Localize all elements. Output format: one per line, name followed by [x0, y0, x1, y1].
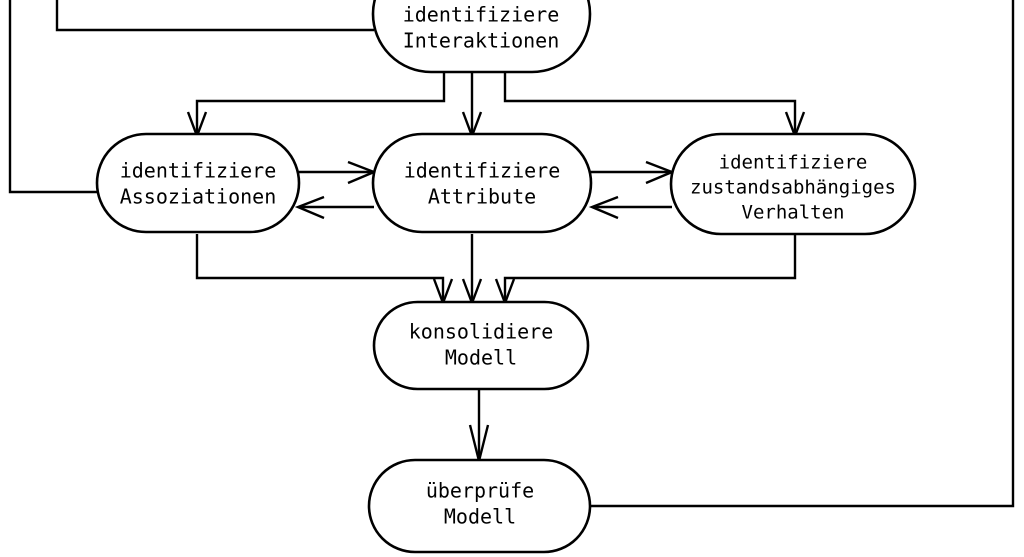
edge-ueberpruefe-to-offpage-right [589, 0, 1015, 508]
node-label-line2: Modell [445, 346, 517, 370]
edge-attribute-to-assoziationen [294, 195, 374, 220]
edge-assoziationen-to-konsolidiere [195, 234, 454, 307]
node-label-line1: identifiziere [719, 152, 868, 174]
node-identifiziere-zustandsabhaengiges-verhalten[interactable]: identifiziere zustandsabhängiges Verhalt… [669, 132, 917, 236]
node-label-line1: identifiziere [404, 159, 561, 183]
edge-interaktionen-to-assoziationen [186, 72, 446, 140]
node-label-line2: zustandsabhängiges [690, 177, 896, 199]
node-label-line1: überprüfe [426, 479, 534, 503]
edge-verhalten-to-konsolidiere [494, 234, 797, 307]
node-label-line2: Assoziationen [120, 185, 277, 209]
node-label-line2: Modell [444, 505, 516, 529]
edge-assoziationen-to-offpage-left [8, 0, 103, 194]
node-label-line2: Interaktionen [403, 29, 560, 53]
node-identifiziere-attribute[interactable]: identifiziere Attribute [371, 132, 593, 234]
node-label-line1: identifiziere [403, 3, 560, 27]
node-ueberpruefe-modell[interactable]: überprüfe Modell [367, 458, 592, 554]
node-identifiziere-interaktionen[interactable]: identifiziere Interaktionen [371, 0, 592, 74]
edge-attribute-to-konsolidiere [461, 234, 483, 307]
node-identifiziere-assoziationen[interactable]: identifiziere Assoziationen [95, 132, 301, 234]
node-konsolidiere-modell[interactable]: konsolidiere Modell [372, 300, 590, 391]
node-label-line3: Verhalten [742, 202, 845, 224]
edge-interaktionen-to-attribute [461, 72, 483, 140]
node-label-line2: Attribute [428, 185, 536, 209]
edge-attribute-to-verhalten [590, 160, 676, 185]
edge-verhalten-to-attribute [588, 195, 672, 220]
edge-interaktionen-to-verhalten [503, 72, 806, 140]
node-label-line1: identifiziere [120, 159, 277, 183]
edge-offpage-top-to-interaktionen [55, 0, 374, 32]
node-label-line1: konsolidiere [409, 320, 554, 344]
edge-assoziationen-to-attribute [296, 160, 378, 185]
edge-konsolidiere-to-ueberpruefe [468, 389, 490, 462]
